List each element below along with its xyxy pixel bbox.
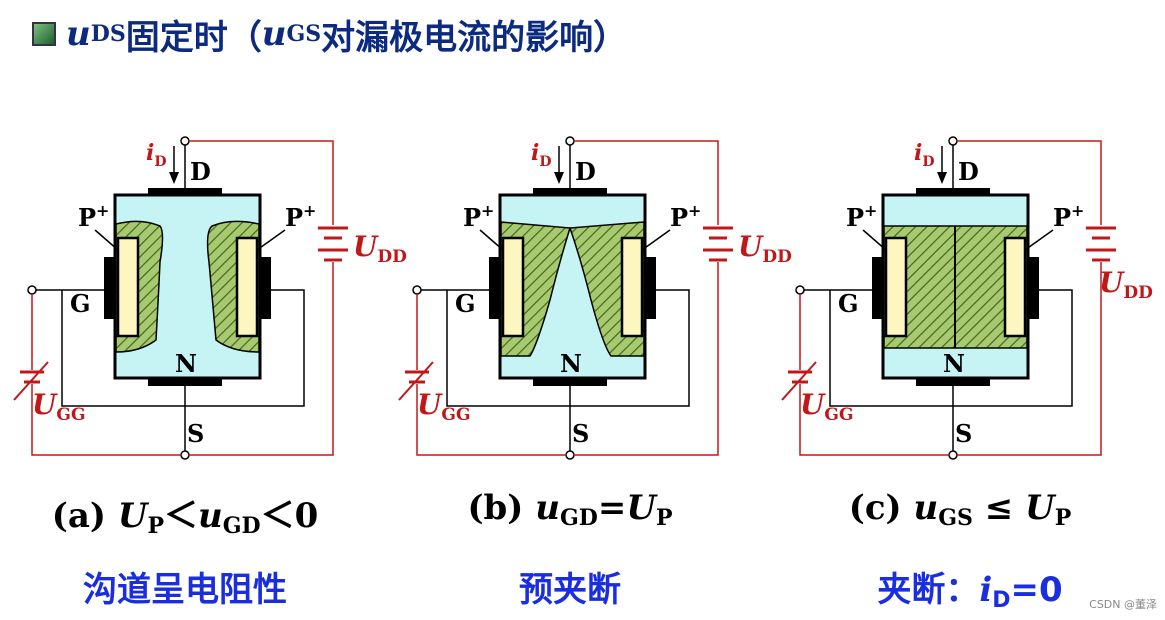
- label-source: S: [572, 419, 589, 448]
- p-plus-left-pointer: [862, 229, 887, 251]
- title-var: u: [66, 14, 91, 54]
- label-channel: N: [175, 349, 197, 378]
- label-channel: N: [943, 349, 965, 378]
- label-gate: G: [455, 289, 476, 318]
- label-ugg: UGG: [417, 388, 470, 425]
- source-terminal: [565, 450, 575, 460]
- title-var-2-sub: GS: [286, 21, 322, 47]
- label-udd: UDD: [1099, 266, 1153, 303]
- title-var-sub: DS: [90, 21, 126, 47]
- gate-contact-right: [1027, 257, 1039, 319]
- source-contact: [533, 378, 607, 386]
- desc-c: 夹断：iD=0: [877, 570, 1063, 613]
- label-gate: G: [70, 289, 91, 318]
- title-var-2: u: [261, 14, 287, 54]
- id-arrowhead: [169, 172, 179, 184]
- desc-a: 沟道呈电阻性: [83, 570, 287, 610]
- gate-tie-wire: [829, 289, 1073, 407]
- watermark: CSDN @董泽: [1089, 598, 1157, 611]
- label-channel: N: [560, 349, 582, 378]
- jfet-panel-0: iD D G N S P+ P+ UDD UGG: [13, 136, 407, 460]
- source-contact: [916, 378, 990, 386]
- caption-a: (a) UP＜uGD＜0: [51, 496, 319, 539]
- drain-terminal: [948, 136, 958, 146]
- p-plus-left: [884, 236, 908, 338]
- desc-b: 预夹断: [519, 570, 621, 610]
- p-plus-left: [116, 236, 140, 338]
- jfet-panel-2: iD D G N S P+ P+ UDD UGG: [781, 136, 1153, 460]
- label-p-plus-right: P+: [1053, 201, 1084, 232]
- drain-contact: [148, 188, 222, 196]
- gate-contact-left: [104, 257, 116, 319]
- label-p-plus-left: P+: [846, 201, 877, 232]
- gate-contact-right: [644, 257, 656, 319]
- drain-contact: [916, 188, 990, 196]
- p-plus-right-pointer: [1024, 229, 1054, 251]
- ugg-adjust-arrow: [781, 361, 817, 401]
- p-plus-right: [620, 236, 644, 338]
- p-plus-right: [235, 236, 259, 338]
- label-udd: UDD: [738, 230, 792, 267]
- drain-terminal: [180, 136, 190, 146]
- id-arrowhead: [554, 172, 564, 184]
- udd-wire-top: [574, 140, 719, 225]
- id-arrowhead: [937, 172, 947, 184]
- label-p-plus-right: P+: [670, 201, 701, 232]
- ugg-adjust-arrow: [398, 361, 434, 401]
- gate-contact-right: [259, 257, 271, 319]
- label-drain: D: [190, 157, 211, 186]
- gate-terminal: [27, 285, 37, 295]
- label-source: S: [187, 419, 204, 448]
- label-ugg: UGG: [32, 388, 85, 425]
- title-text-2: 对漏极电流的影响）: [321, 17, 628, 58]
- label-ugg: UGG: [800, 388, 853, 425]
- p-plus-right: [1003, 236, 1027, 338]
- bullet-icon: [32, 22, 56, 46]
- label-source: S: [955, 419, 972, 448]
- udd-wire-bottom: [957, 262, 1102, 456]
- source-terminal: [948, 450, 958, 460]
- caption-b: (b) uGD=UP: [467, 488, 673, 531]
- jfet-panel-1: iD D G N S P+ P+ UDD UGG: [398, 136, 792, 460]
- udd-wire-bottom: [574, 262, 719, 456]
- label-udd: UDD: [353, 230, 407, 267]
- label-p-plus-left: P+: [463, 201, 494, 232]
- p-plus-right-pointer: [256, 229, 286, 251]
- source-contact: [148, 378, 222, 386]
- gate-contact-left: [489, 257, 501, 319]
- label-drain: D: [575, 157, 596, 186]
- title-text-1: 固定时（: [125, 17, 262, 58]
- gate-terminal: [412, 285, 422, 295]
- gate-tie-wire: [446, 289, 690, 407]
- p-plus-left-pointer: [479, 229, 504, 251]
- p-plus-left: [501, 236, 525, 338]
- ugg-wire-bottom: [799, 384, 949, 456]
- drain-terminal: [565, 136, 575, 146]
- ugg-adjust-arrow: [13, 361, 49, 401]
- label-id: iD: [914, 140, 935, 170]
- ugg-wire-bottom: [416, 384, 566, 456]
- label-drain: D: [958, 157, 979, 186]
- label-p-plus-right: P+: [285, 201, 316, 232]
- udd-wire-bottom: [189, 262, 334, 456]
- gate-contact-left: [872, 257, 884, 319]
- label-id: iD: [531, 140, 552, 170]
- caption-c: (c) uGS ≤ UP: [848, 488, 1072, 531]
- label-id: iD: [146, 140, 167, 170]
- p-plus-left-pointer: [94, 229, 119, 251]
- gate-tie-wire: [61, 289, 305, 407]
- label-p-plus-left: P+: [78, 201, 109, 232]
- p-plus-right-pointer: [641, 229, 671, 251]
- source-terminal: [180, 450, 190, 460]
- drain-contact: [533, 188, 607, 196]
- udd-wire-top: [957, 140, 1102, 225]
- udd-wire-top: [189, 140, 334, 225]
- gate-terminal: [795, 285, 805, 295]
- ugg-wire-bottom: [31, 384, 181, 456]
- label-gate: G: [838, 289, 859, 318]
